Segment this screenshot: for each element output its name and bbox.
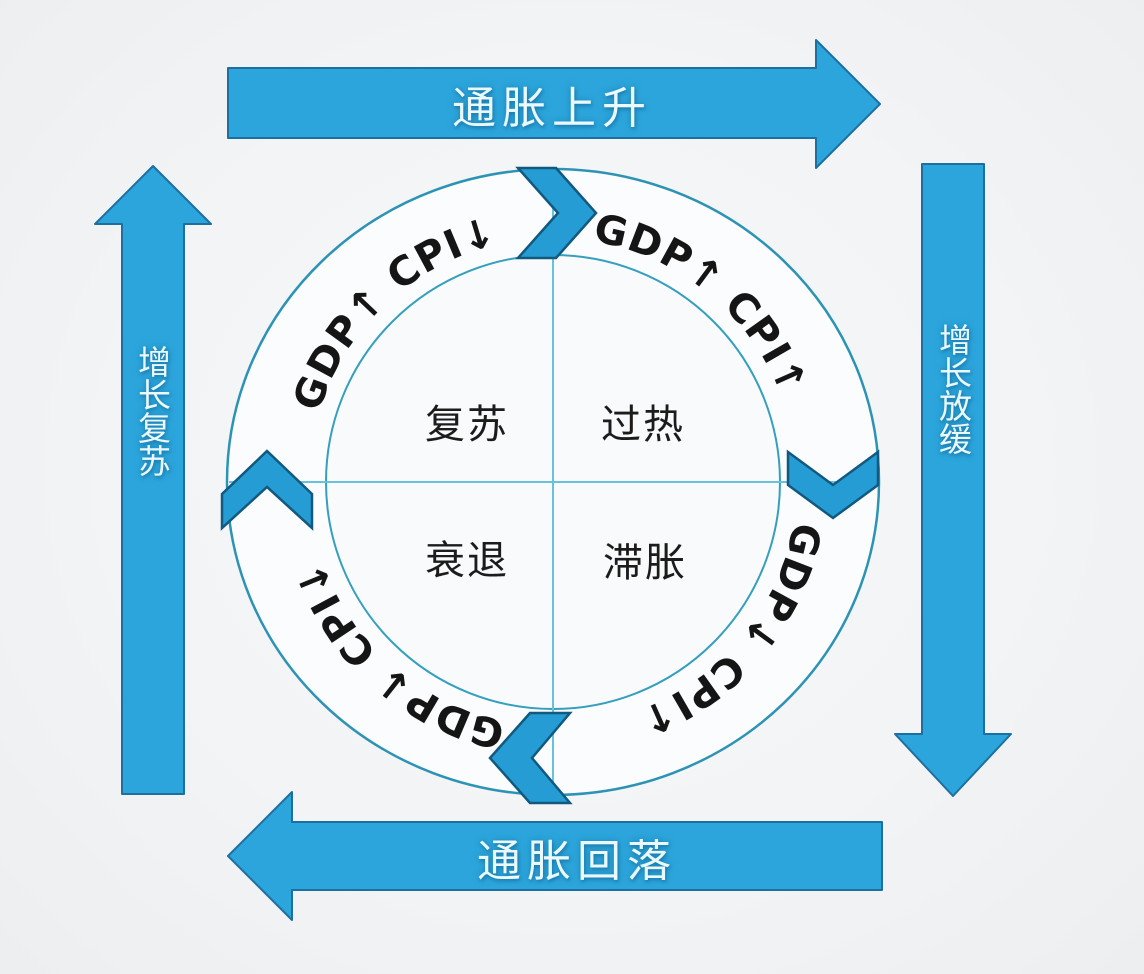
right-arrow-label: 增长放缓 xyxy=(933,323,973,455)
chevron-bottom-icon xyxy=(488,711,573,805)
quadrant-label-recovery: 复苏 xyxy=(425,402,509,448)
chevron-left-icon xyxy=(220,449,314,531)
right-arrow-shape xyxy=(894,163,1012,797)
bottom-arrow-shape xyxy=(227,791,883,921)
top-arrow-shape xyxy=(227,39,881,169)
top-arrow-label: 通胀上升 xyxy=(452,83,652,134)
bottom-arrow-label: 通胀回落 xyxy=(477,836,677,887)
quadrant-label-stagflation: 滞胀 xyxy=(603,540,687,586)
left-arrow-shape xyxy=(94,165,212,795)
quadrant-label-recession: 衰退 xyxy=(425,538,509,584)
left-arrow-label: 增长复苏 xyxy=(132,345,172,477)
quadrant-label-overheat: 过热 xyxy=(601,402,685,448)
chevron-right-icon xyxy=(786,449,880,520)
chevron-top-icon xyxy=(515,166,598,260)
